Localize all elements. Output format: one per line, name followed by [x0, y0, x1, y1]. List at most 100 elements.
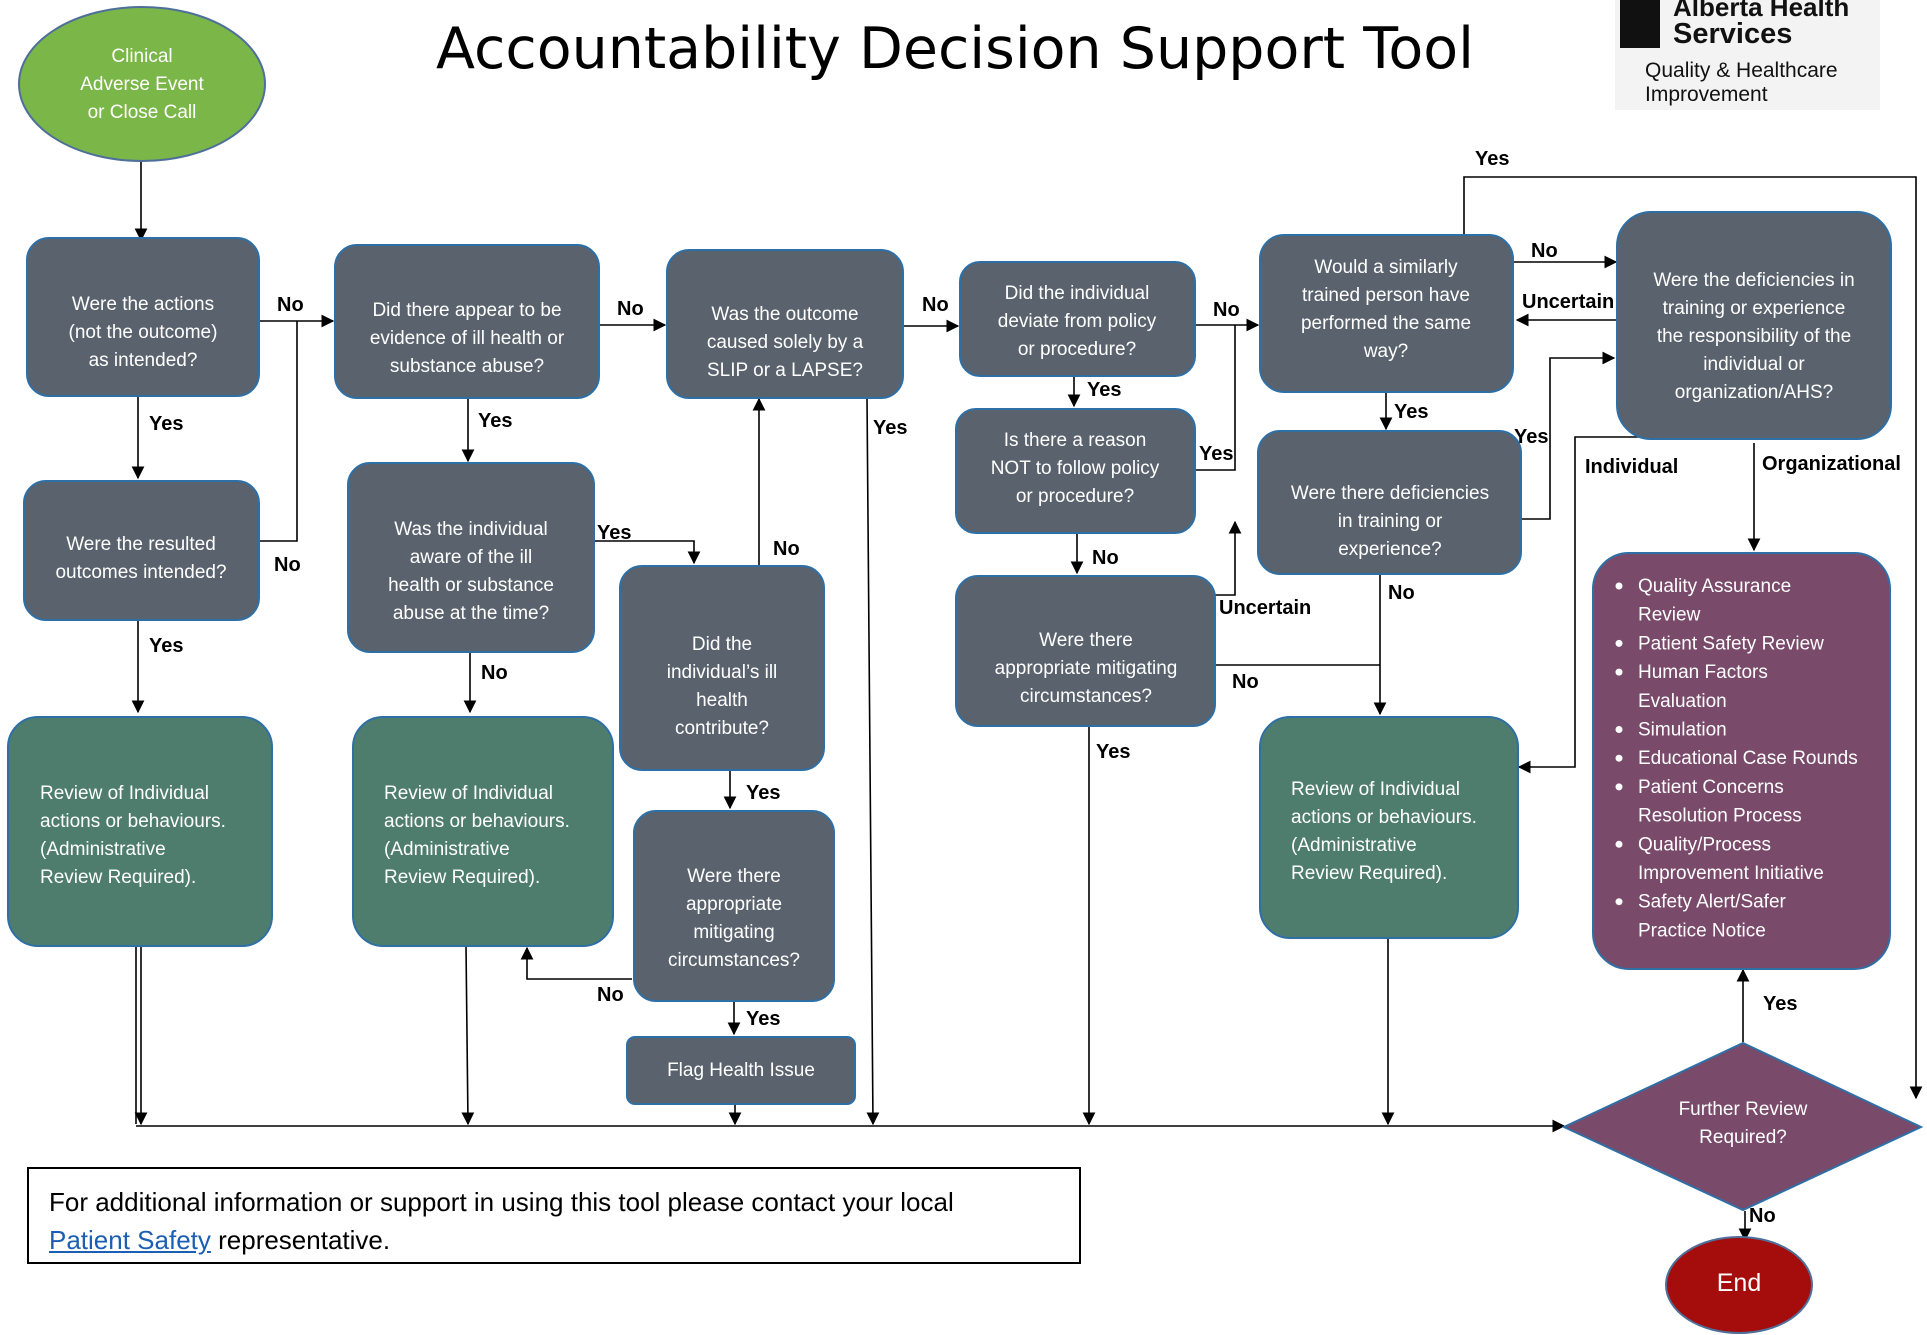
review-options-box [1592, 552, 1891, 970]
question-actions-intended [26, 237, 260, 397]
label-uncertain: Uncertain [1522, 291, 1614, 313]
review-individual-1 [7, 716, 273, 947]
bullet-icon [1615, 783, 1623, 791]
page-title: Accountability Decision Support Tool [436, 16, 1474, 82]
label-individual: Individual [1585, 456, 1678, 478]
label-no: No [1388, 582, 1415, 604]
review-individual-2 [352, 716, 614, 947]
connectors [131, 160, 1923, 1242]
label-no: No [1531, 240, 1558, 262]
question-mitigating-1 [633, 810, 835, 1002]
label-no: No [922, 294, 949, 316]
label-no: No [274, 554, 301, 576]
patient-safety-link[interactable]: Patient Safety [49, 1225, 211, 1255]
ahs-logo-mark-icon [1620, 0, 1660, 48]
label-no: No [597, 984, 624, 1006]
label-yes: Yes [1087, 379, 1121, 401]
logo-line-1: Alberta Health [1673, 0, 1850, 22]
label-no: No [617, 298, 644, 320]
bullet-icon [1615, 726, 1623, 733]
label-no: No [773, 538, 800, 560]
question-aware [347, 462, 595, 653]
label-uncertain: Uncertain [1219, 597, 1311, 619]
question-outcomes-intended [23, 480, 260, 621]
question-reason [955, 408, 1196, 534]
bullet-icon [1615, 840, 1623, 848]
start-node [18, 6, 266, 162]
bullet-icon [1615, 898, 1623, 906]
label-yes: Yes [1096, 741, 1130, 763]
label-yes: Yes [597, 522, 631, 544]
label-yes: Yes [1475, 148, 1509, 170]
label-yes: Yes [1199, 443, 1233, 465]
label-no: No [1092, 547, 1119, 569]
question-responsibility [1616, 211, 1892, 440]
info-text-end: representative. [210, 1225, 391, 1255]
label-yes: Yes [1514, 426, 1548, 448]
question-actions-intended-label: Were the actions(not the outcome)as inte… [69, 294, 218, 371]
bullet-icon [1615, 639, 1623, 647]
end-node [1665, 1236, 1813, 1334]
question-deficiencies [1257, 430, 1522, 575]
logo-line-4: Improvement [1645, 83, 1768, 106]
ahs-logo: Alberta Health Services Quality & Health… [1615, 0, 1880, 110]
label-no: No [1232, 671, 1259, 693]
flag-health-issue-label: Flag Health Issue [667, 1060, 815, 1081]
info-text: For additional information or support in… [49, 1187, 954, 1217]
label-yes: Yes [746, 1008, 780, 1030]
review-individual-3 [1259, 716, 1519, 939]
label-yes: Yes [149, 413, 183, 435]
review-option-1: Patient Safety Review [1638, 633, 1824, 654]
question-deviate [959, 261, 1196, 377]
end-node-label: End [1717, 1269, 1761, 1297]
decision-further-review [1561, 1041, 1924, 1212]
label-organizational: Organizational [1762, 453, 1901, 475]
bullet-icon [1615, 754, 1623, 762]
review-option-3: Simulation [1638, 720, 1727, 741]
label-yes: Yes [746, 782, 780, 804]
label-yes: Yes [1394, 401, 1428, 423]
label-no: No [277, 294, 304, 316]
label-yes: Yes [149, 635, 183, 657]
label-no: No [1749, 1205, 1776, 1227]
question-similarly-trained [1259, 234, 1514, 393]
info-box: For additional information or support in… [27, 1167, 1081, 1264]
label-no: No [481, 662, 508, 684]
question-slip-lapse [666, 249, 904, 399]
label-yes: Yes [873, 417, 907, 439]
logo-line-2: Services [1673, 18, 1793, 50]
flag-health-issue [626, 1036, 856, 1105]
logo-line-3: Quality & Healthcare [1645, 59, 1838, 82]
review-option-4: Educational Case Rounds [1638, 748, 1858, 769]
label-no: No [1213, 299, 1240, 321]
label-yes: Yes [478, 410, 512, 432]
question-mitigating-2 [955, 575, 1216, 727]
question-ill-health [334, 244, 600, 399]
label-yes: Yes [1763, 993, 1797, 1015]
